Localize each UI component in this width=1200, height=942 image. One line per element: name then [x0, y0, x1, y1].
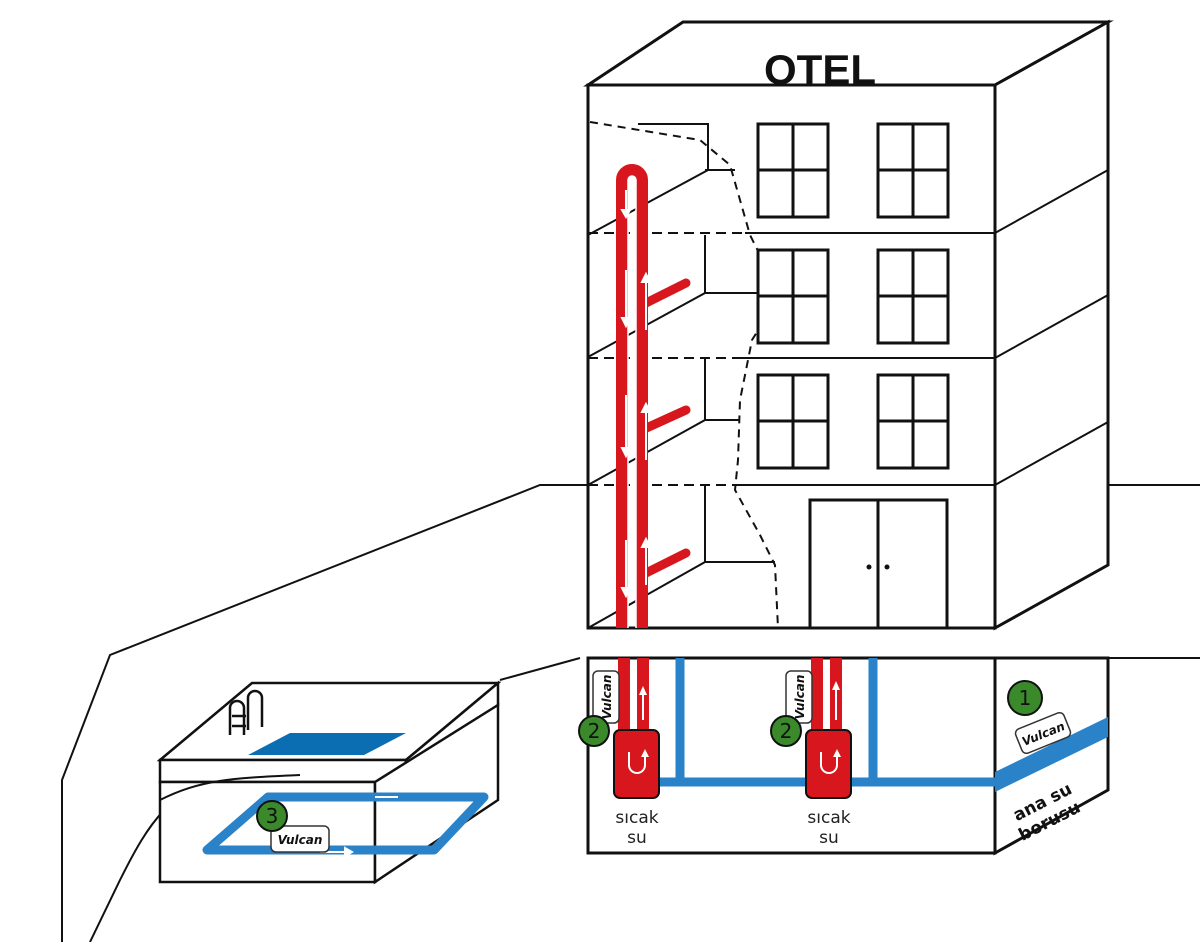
- pool-ladder: [228, 689, 264, 735]
- vulcan-device-3: Vulcan: [270, 825, 330, 853]
- cold-water-pipes: [660, 658, 1108, 792]
- hot-water-label-right-line1: sıcak: [807, 808, 850, 828]
- vulcan-device-2-left: Vulcan: [592, 670, 620, 724]
- marker-2-right-label: 2: [780, 719, 793, 743]
- marker-3: 3: [256, 800, 288, 832]
- water-heater-right: [805, 729, 852, 799]
- marker-1-label: 1: [1019, 686, 1032, 710]
- hot-water-label-left-line2: su: [627, 828, 647, 848]
- marker-2-right: 2: [770, 715, 802, 747]
- marker-2-left-label: 2: [588, 719, 601, 743]
- vulcan-device-2-left-brand: Vulcan: [600, 675, 614, 720]
- vulcan-device-2-right: Vulcan: [785, 670, 813, 724]
- hot-water-label-left-line1: sıcak: [615, 808, 658, 828]
- heater-pipes-right: [811, 658, 842, 735]
- marker-3-label: 3: [266, 804, 279, 828]
- hotel-windows: [756, 122, 950, 470]
- hot-water-label-right-line2: su: [819, 828, 839, 848]
- marker-1: 1: [1007, 680, 1043, 716]
- hotel-title: OTEL: [764, 46, 876, 93]
- entrance-door: [808, 498, 949, 630]
- water-heater-left: [613, 729, 660, 799]
- heater-pipes-left: [618, 658, 649, 735]
- vulcan-device-3-brand: Vulcan: [278, 833, 323, 847]
- vulcan-device-2-right-brand: Vulcan: [793, 675, 807, 720]
- hot-water-riser: [616, 164, 691, 628]
- marker-2-left: 2: [578, 715, 610, 747]
